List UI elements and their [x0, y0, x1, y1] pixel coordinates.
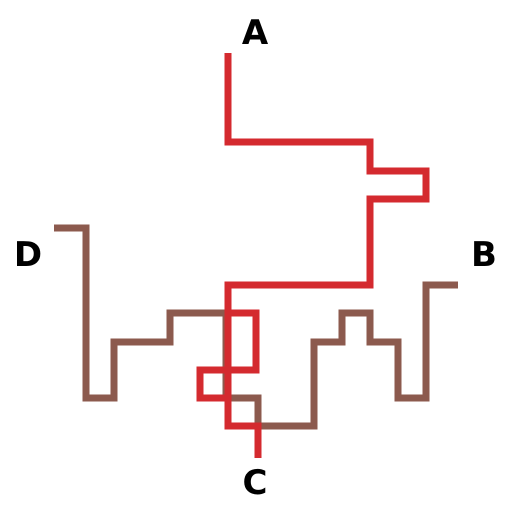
label-b: B [471, 235, 497, 275]
path-a-to-c [224, 53, 430, 458]
label-a: A [242, 13, 269, 53]
label-d: D [14, 235, 42, 275]
path-a-to-c-loop [196, 309, 260, 402]
path-d-to-b [54, 224, 458, 430]
label-c: C [243, 463, 268, 503]
